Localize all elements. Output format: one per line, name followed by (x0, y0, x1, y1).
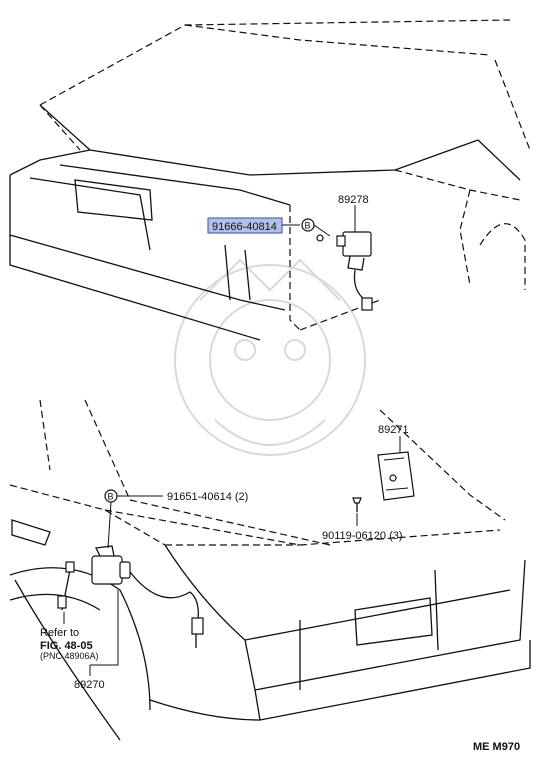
label-89270: 89270 (74, 679, 105, 691)
screw-90119 (352, 497, 362, 512)
leader-89270-right (90, 590, 119, 666)
leader-91666-to-part (313, 224, 331, 237)
label-90119-06120: 90119-06120 (3) (322, 530, 403, 542)
label-91651-40614: 91651-40614 (2) (167, 491, 248, 503)
label-89278: 89278 (338, 194, 369, 206)
ref-line-1: Refer to (40, 627, 79, 639)
watermark-emblem (174, 258, 366, 456)
ref-line-2: FIG. 48-05 (40, 640, 93, 652)
figure-reference: Refer to FIG. 48-05 (PNC 48906A) (40, 627, 99, 661)
sensor-89278 (316, 231, 373, 311)
label-91666-40814: 91666-40814 (212, 221, 277, 233)
sensor-89270 (57, 545, 204, 648)
washer-marker-bottom: B (104, 489, 118, 503)
svg-text:B: B (305, 221, 311, 231)
footer-code: ME M970 (473, 741, 520, 753)
upper-car-illustration (9, 19, 531, 341)
svg-text:B: B (108, 492, 114, 502)
washer-marker-top: B (301, 218, 315, 232)
highlighted-part-91666[interactable]: 91666-40814 (207, 217, 283, 234)
leader-91651-to-part (107, 501, 112, 549)
label-89271: 89271 (378, 424, 409, 436)
sensor-89271 (377, 451, 415, 501)
ref-line-3: (PNC 48906A) (40, 651, 99, 661)
